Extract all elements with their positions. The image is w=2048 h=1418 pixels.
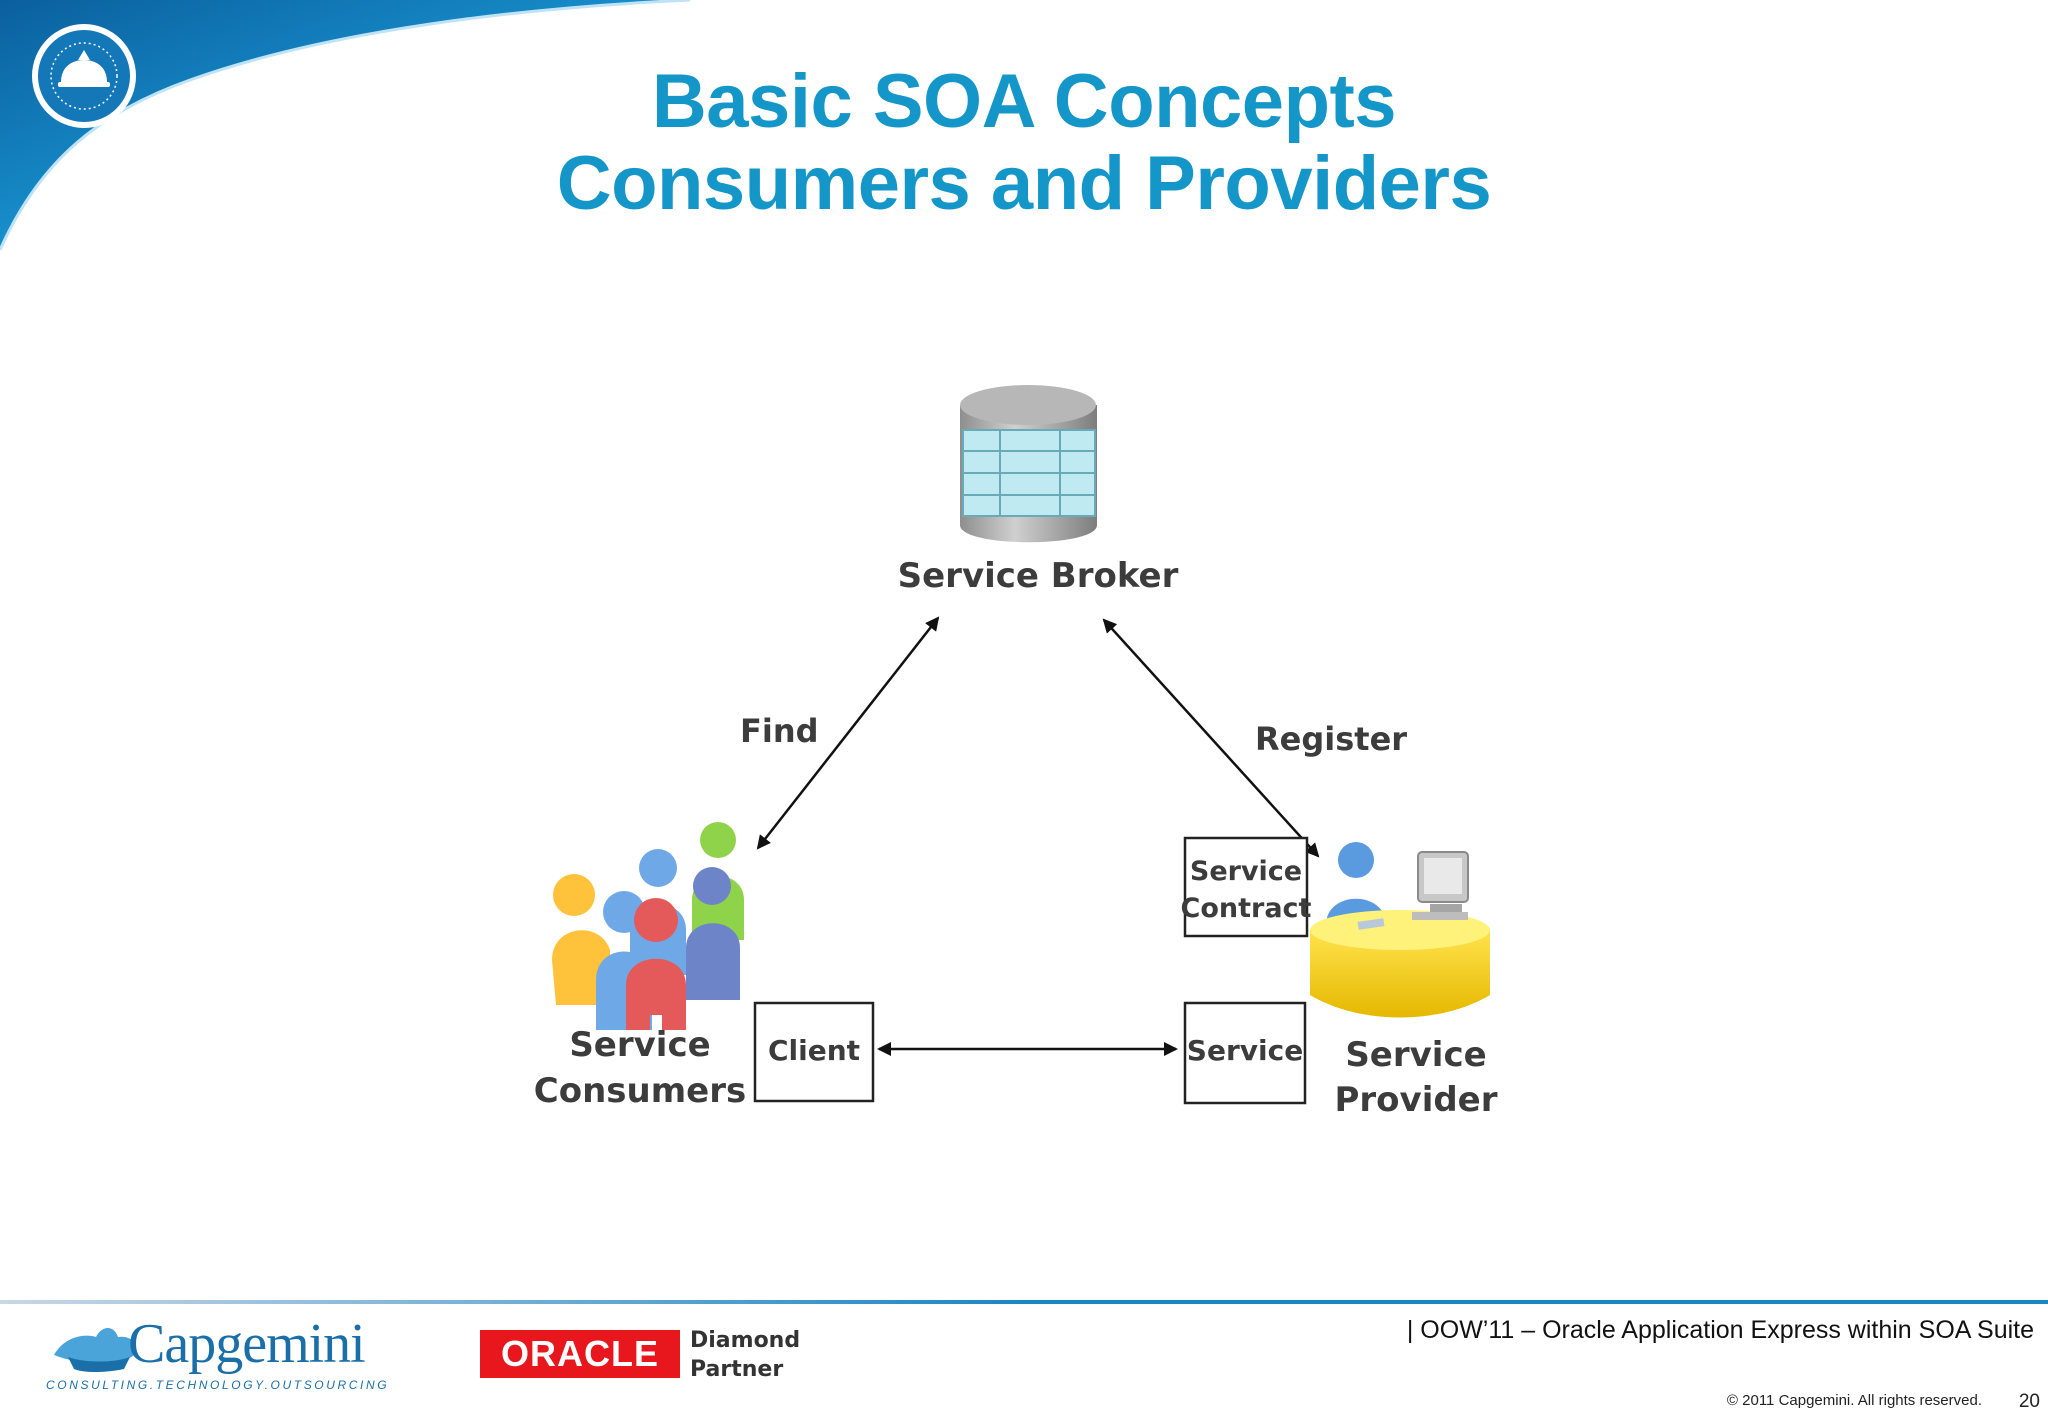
database-icon (960, 385, 1097, 543)
contract-label-2: Contract (1181, 893, 1312, 924)
oracle-logo: ORACLE (480, 1330, 680, 1378)
find-label: Find (740, 712, 819, 750)
people-group-icon (552, 822, 744, 1030)
consumers-label-1: Service (569, 1025, 710, 1065)
diamond-partner-label: Diamond Partner (690, 1326, 800, 1384)
capgemini-tagline: CONSULTING.TECHNOLOGY.OUTSOURCING (46, 1378, 390, 1392)
collaborative-badge-icon (32, 24, 136, 128)
person-at-desk-icon (1310, 842, 1490, 1018)
capgemini-logo-text: Capgemini (128, 1313, 366, 1375)
computer-monitor-icon (1412, 851, 1469, 920)
copyright-notice: © 2011 Capgemini. All rights reserved. (1726, 1392, 1982, 1409)
partner-line-1: Diamond (690, 1328, 801, 1353)
slide-title-line-2: Consumers and Providers (556, 141, 1492, 226)
service-broker-label: Service Broker (898, 556, 1179, 596)
partner-line-2: Partner (690, 1357, 784, 1382)
provider-label-1: Service (1345, 1035, 1486, 1075)
consumers-label-2: Consumers (534, 1071, 746, 1111)
capgemini-spade-icon (54, 1328, 136, 1372)
service-box (1183, 1001, 1307, 1105)
contract-label-1: Service (1190, 856, 1302, 887)
service-contract-box (1183, 836, 1309, 938)
slide-title-line-1: Basic SOA Concepts (651, 59, 1397, 144)
footer-divider (0, 1300, 2048, 1304)
service-label: Service (1187, 1034, 1303, 1067)
client-box (753, 1001, 875, 1103)
presentation-title: | OOW’11 – Oracle Application Express wi… (1406, 1316, 2034, 1344)
register-label: Register (1255, 720, 1407, 758)
provider-label-2: Provider (1334, 1080, 1497, 1120)
client-label: Client (768, 1034, 860, 1067)
corner-swoosh (0, 0, 691, 251)
find-arrow (756, 616, 940, 850)
register-arrow (1102, 618, 1320, 858)
page-number: 20 (2018, 1391, 2040, 1412)
